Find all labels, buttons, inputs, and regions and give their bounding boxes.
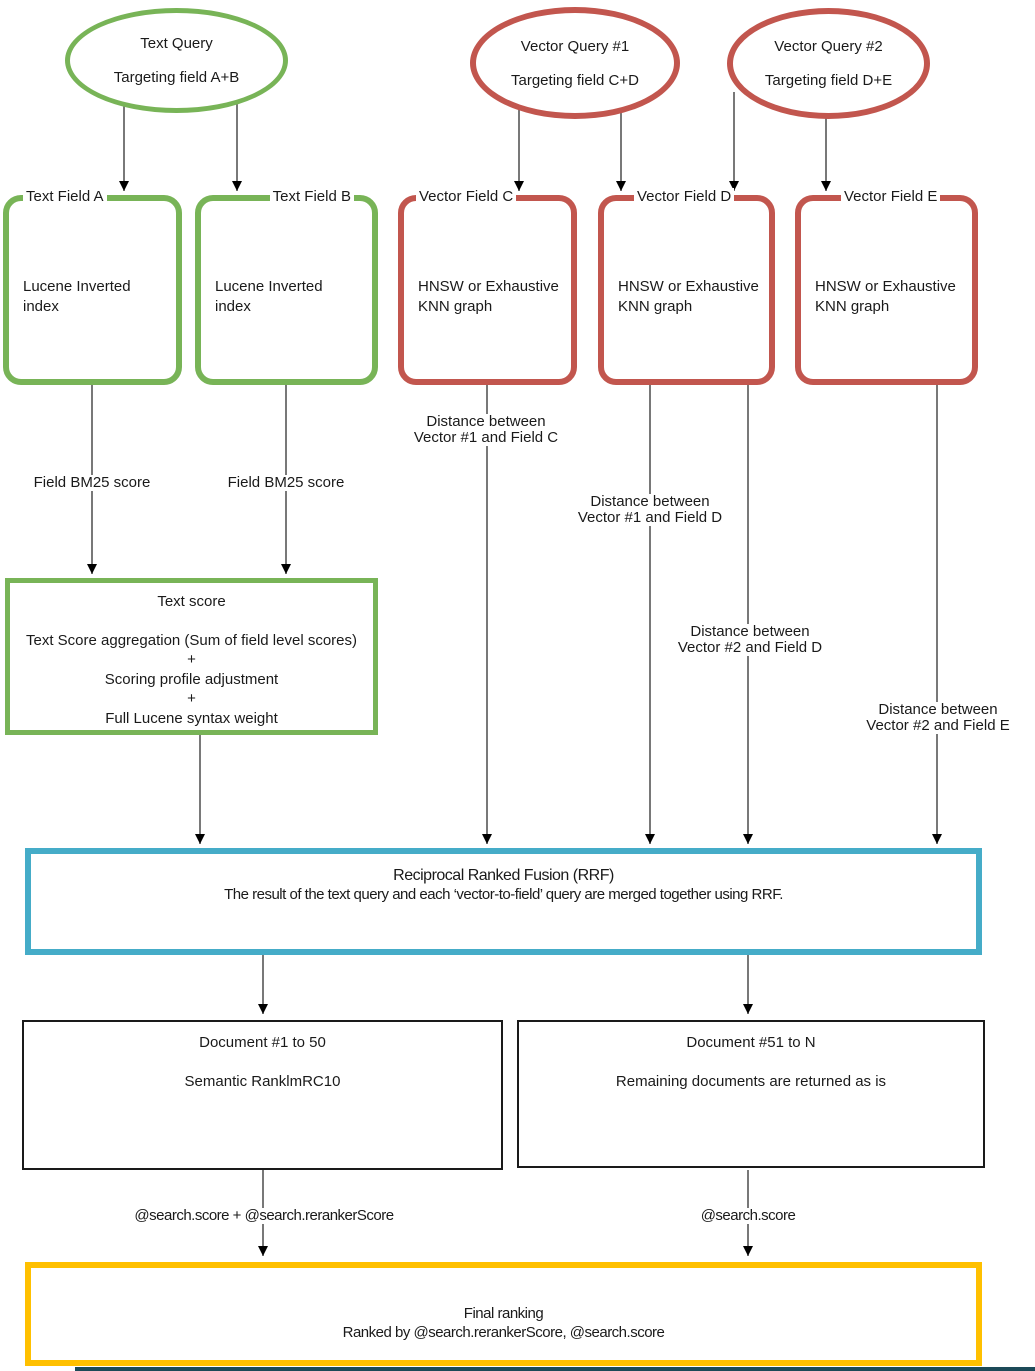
edge-label-distance-v2-d-line2: Vector #2 and Field D [677, 639, 823, 656]
text-score-spacer [10, 612, 373, 631]
text-query-title: Text Query [140, 35, 213, 52]
text-query-ellipse: Text Query Targeting field A+B [65, 8, 288, 113]
edge-label-score-rerankerscore: @search.score + @search.rerankerScore [131, 1208, 397, 1224]
text-score-lucene-weight: Full Lucene syntax weight [105, 709, 278, 727]
edge-label-distance-v1-c: Distance between Vector #1 and Field C [410, 413, 562, 446]
text-field-a-content: Lucene Inverted index [23, 278, 131, 315]
text-score-plus-2: + [187, 690, 196, 707]
document-51-to-n-body: Remaining documents are returned as is [615, 1073, 887, 1090]
edge-label-distance-v1-d: Distance between Vector #1 and Field D [574, 493, 726, 526]
document-51-to-n-title: Document #51 to N [686, 1034, 816, 1051]
bottom-cutoff-strip [75, 1367, 1035, 1371]
final-ranking-box: Final ranking Ranked by @search.reranker… [25, 1262, 982, 1366]
edge-label-distance-v2-e-line1: Distance between [878, 701, 998, 718]
text-field-b-content: Lucene Inverted index [215, 278, 323, 315]
vector-query-2-ellipse: Vector Query #2 Targeting field D+E [727, 8, 930, 119]
vector-field-d-label: Vector Field D [634, 188, 735, 206]
vector-field-e-box: Vector Field E HNSW or Exhaustive KNN gr… [795, 188, 978, 385]
edge-label-score: @search.score [697, 1208, 799, 1224]
vector-field-e-content: HNSW or Exhaustive KNN graph [815, 278, 956, 315]
text-field-a-box: Text Field A Lucene Inverted index [3, 188, 182, 385]
rrf-subtitle: The result of the text query and each ‘v… [224, 886, 783, 903]
vector-field-e-label: Vector Field E [841, 188, 941, 206]
edge-label-distance-v1-d-line2: Vector #1 and Field D [577, 509, 723, 526]
text-field-b-label: Text Field B [269, 188, 354, 206]
text-field-a-label: Text Field A [23, 188, 107, 206]
text-score-aggregation: Text Score aggregation (Sum of field lev… [26, 631, 357, 649]
edge-label-distance-v1-c-line1: Distance between [426, 413, 546, 430]
final-ranking-title: Final ranking [463, 1305, 544, 1322]
edge-label-distance-v1-d-line1: Distance between [590, 493, 710, 510]
rrf-box: Reciprocal Ranked Fusion (RRF) The resul… [25, 848, 982, 955]
document-1-to-50-body: Semantic RanklmRC10 [184, 1073, 341, 1090]
edge-label-distance-v2-d: Distance between Vector #2 and Field D [674, 623, 826, 656]
vector-query-1-subtitle: Targeting field C+D [511, 71, 639, 89]
text-field-b-box: Text Field B Lucene Inverted index [195, 188, 378, 385]
edge-label-distance-v1-c-line2: Vector #1 and Field C [413, 429, 559, 446]
vector-field-c-content: HNSW or Exhaustive KNN graph [418, 278, 559, 315]
vector-field-d-box: Vector Field D HNSW or Exhaustive KNN gr… [598, 188, 775, 385]
text-score-box: Text score Text Score aggregation (Sum o… [5, 578, 378, 735]
text-query-subtitle: Targeting field A+B [113, 69, 240, 86]
text-score-title: Text score [157, 593, 226, 610]
vector-query-2-subtitle: Targeting field D+E [764, 72, 893, 89]
edge-label-distance-v2-e: Distance between Vector #2 and Field E [863, 701, 1013, 734]
edge-label-bm25-b: Field BM25 score [224, 475, 348, 491]
document-51-to-n-box: Document #51 to N Remaining documents ar… [517, 1020, 985, 1168]
text-score-plus-1: + [187, 651, 196, 668]
edge-label-distance-v2-e-line2: Vector #2 and Field E [866, 717, 1010, 734]
vector-query-2-title: Vector Query #2 [774, 38, 883, 55]
vector-field-c-box: Vector Field C HNSW or Exhaustive KNN gr… [398, 188, 577, 385]
document-1-to-50-box: Document #1 to 50 Semantic RanklmRC10 [22, 1020, 503, 1170]
vector-query-1-title: Vector Query #1 [520, 37, 630, 55]
text-score-profile-adjustment: Scoring profile adjustment [104, 670, 279, 688]
vector-field-d-content: HNSW or Exhaustive KNN graph [618, 278, 759, 315]
edge-label-bm25-a: Field BM25 score [30, 475, 154, 491]
document-1-to-50-title: Document #1 to 50 [199, 1034, 326, 1051]
vector-field-c-label: Vector Field C [416, 188, 517, 206]
final-ranking-subtitle: Ranked by @search.rerankerScore, @search… [342, 1324, 665, 1341]
vector-query-1-ellipse: Vector Query #1 Targeting field C+D [470, 7, 680, 119]
edge-label-distance-v2-d-line1: Distance between [690, 623, 810, 640]
rrf-title: Reciprocal Ranked Fusion (RRF) [393, 867, 614, 884]
